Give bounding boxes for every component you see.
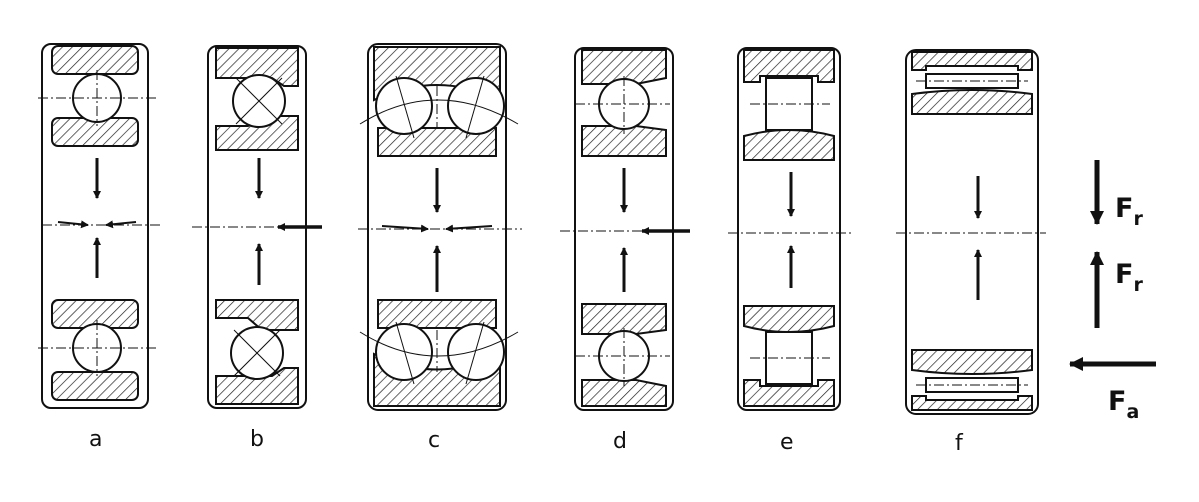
bearing-c [358,43,522,411]
bearing-f [896,49,1046,415]
bearing-e [728,47,852,411]
label-c: c [428,428,440,453]
legend-fr-down: Fr [1115,193,1143,230]
label-e: e [780,430,794,455]
bearing-a [38,43,160,409]
label-f: f [955,431,964,456]
legend-fr-up: Fr [1115,259,1143,296]
bearing-b [192,45,322,409]
label-d: d [613,429,627,454]
legend [1069,160,1156,371]
bearing-d [560,47,690,411]
label-a: a [89,427,102,452]
legend-fa: Fa [1108,386,1139,423]
label-b: b [250,427,264,452]
